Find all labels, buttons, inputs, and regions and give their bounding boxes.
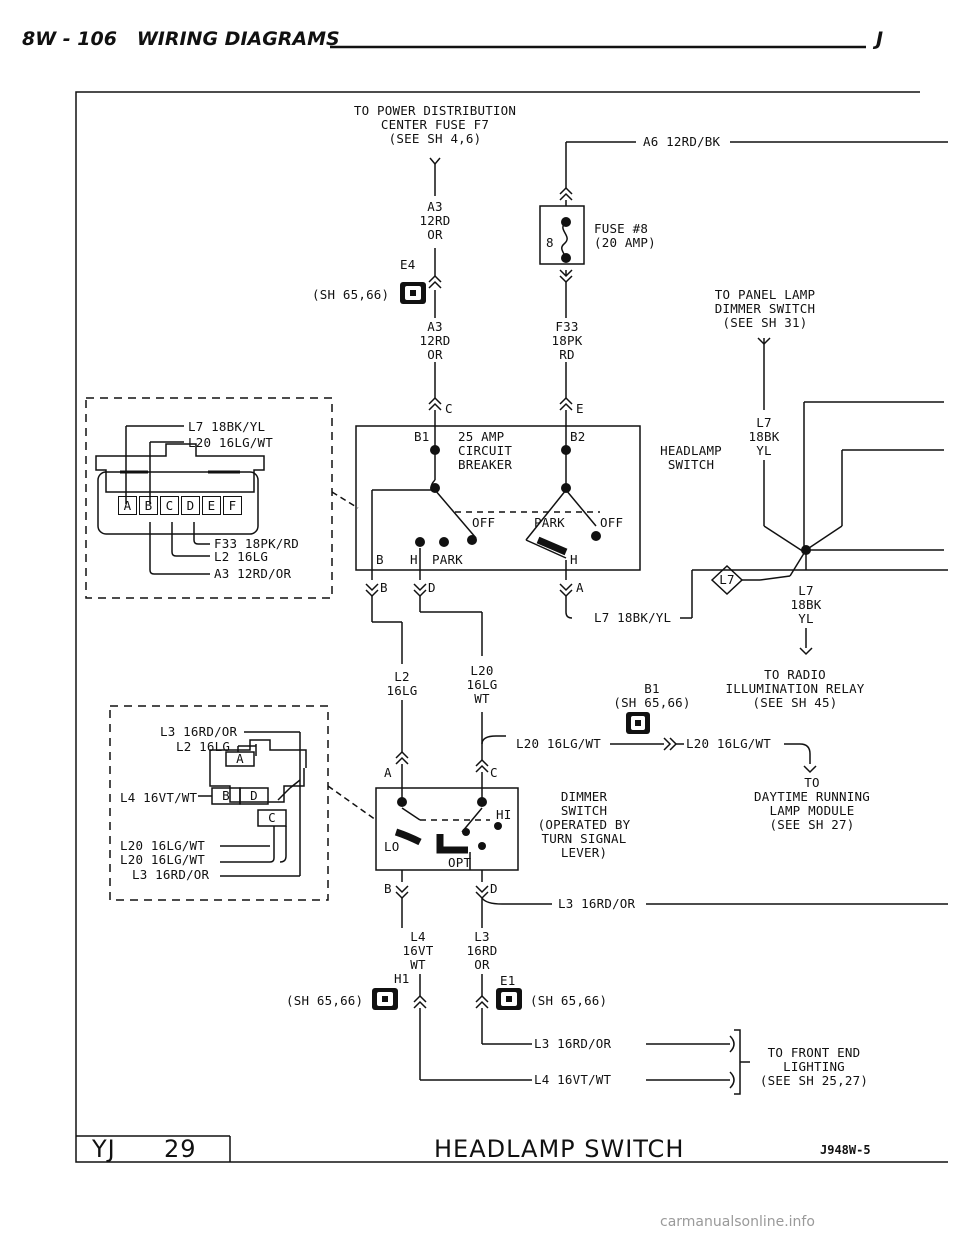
dimmer-hi: HI <box>496 807 512 822</box>
drl-module-label: TO DAYTIME RUNNING LAMP MODULE (SEE SH 2… <box>754 775 870 832</box>
fuse-number: 8 <box>546 235 554 250</box>
footer-code: 29 <box>164 1135 197 1163</box>
panel-lamp-label: TO PANEL LAMP DIMMER SWITCH (SEE SH 31) <box>714 287 816 330</box>
splice-h1: H1 <box>394 971 410 986</box>
conn2-pin-c: C <box>268 810 276 825</box>
a3-wire-bottom: A3 12RD OR <box>419 319 451 362</box>
pin-e: E <box>202 496 221 515</box>
l4-wire-label: L4 16VT WT <box>402 929 434 972</box>
splice-e1: E1 <box>500 973 516 988</box>
conn2-pin-b: B <box>222 788 230 803</box>
terminal-h: H <box>410 552 418 567</box>
l7-bottom-label: L7 18BK/YL <box>594 610 672 625</box>
pos-park-2: PARK <box>432 552 463 567</box>
conn2-wire-l20-b: L20 16LG/WT <box>120 852 205 867</box>
page-number: 8W - 106 <box>22 28 117 50</box>
conn-c-top: C <box>445 401 453 416</box>
conn2-pin-d: D <box>250 788 258 803</box>
pin-d: D <box>181 496 200 515</box>
l20-wire-run: L20 16LG/WT <box>516 736 601 751</box>
headlamp-switch-label: HEADLAMP SWITCH <box>660 443 722 472</box>
pin-c: C <box>160 496 179 515</box>
conn-d: D <box>428 580 436 595</box>
conn2-wire-l2: L2 16LG <box>176 739 231 754</box>
l3-front-label: L3 16RD/OR <box>534 1036 612 1051</box>
pin-f: F <box>223 496 242 515</box>
pos-off-2: OFF <box>600 515 624 530</box>
dimmer-opt: OPT <box>448 855 472 870</box>
dimmer-term-c: C <box>490 765 498 780</box>
dimmer-term-b: B <box>384 881 392 896</box>
l2-wire-label: L2 16LG <box>386 669 418 698</box>
conn1-wire-l7: L7 18BK/YL <box>188 419 266 434</box>
conn1-wire-l2: L2 16LG <box>214 549 269 564</box>
front-end-lighting-label: TO FRONT END LIGHTING (SEE SH 25,27) <box>759 1045 869 1088</box>
dimmer-term-d: D <box>490 881 498 896</box>
splice-h1-ref: (SH 65,66) <box>286 993 364 1008</box>
pin-a: A <box>118 496 137 515</box>
dimmer-lo: LO <box>384 839 400 854</box>
fuse-label: FUSE #8 (20 AMP) <box>594 221 656 250</box>
splice-e1-ref: (SH 65,66) <box>530 993 608 1008</box>
conn2-wire-l4: L4 16VT/WT <box>120 790 198 805</box>
conn1-wire-a3: A3 12RD/OR <box>214 566 292 581</box>
conn2-pin-a: A <box>236 751 244 766</box>
splice-b1-label: B1 (SH 65,66) <box>613 681 691 710</box>
radio-relay-label: TO RADIO ILLUMINATION RELAY (SEE SH 45) <box>725 667 865 710</box>
pin-b: B <box>139 496 158 515</box>
pos-park-1: PARK <box>534 515 565 530</box>
conn1-wire-l20: L20 16LG/WT <box>188 435 273 450</box>
conn2-wire-l20-a: L20 16LG/WT <box>120 838 205 853</box>
conn-a: A <box>576 580 584 595</box>
l7-wire-right-a: L7 18BK YL <box>748 415 780 458</box>
l4-front-label: L4 16VT/WT <box>534 1072 612 1087</box>
conn2-wire-l3: L3 16RD/OR <box>160 724 238 739</box>
terminal-b1: B1 <box>414 429 430 444</box>
footer-title: HEADLAMP SWITCH <box>434 1135 685 1163</box>
l20-wire-label: L20 16LG WT <box>466 663 498 706</box>
header-letter: J <box>876 28 884 50</box>
l3-wire-label: L3 16RD OR <box>466 929 498 972</box>
power-source-label: TO POWER DISTRIBUTION CENTER FUSE F7 (SE… <box>353 103 517 146</box>
pos-off-1: OFF <box>472 515 496 530</box>
circuit-breaker-label: 25 AMP CIRCUIT BREAKER <box>458 429 513 472</box>
footer-model: YJ <box>92 1135 116 1163</box>
conn2-wire-l3-b: L3 16RD/OR <box>132 867 210 882</box>
conn-e-top: E <box>576 401 584 416</box>
section-title: WIRING DIAGRAMS <box>136 28 340 50</box>
l7-wire-right-b: L7 18BK YL <box>790 583 822 626</box>
page-header: 8W - 106 WIRING DIAGRAMS <box>22 28 340 50</box>
terminal-b2: B2 <box>570 429 586 444</box>
dimmer-switch-label: DIMMER SWITCH (OPERATED BY TURN SIGNAL L… <box>537 789 631 860</box>
conn1-wire-f33: F33 18PK/RD <box>214 536 299 551</box>
footer-ref: J948W-5 <box>820 1143 871 1157</box>
l7-diamond-label: L7 <box>719 572 735 587</box>
terminal-b: B <box>376 552 384 567</box>
conn-b: B <box>380 580 388 595</box>
f33-wire-label: F33 18PK RD <box>551 319 583 362</box>
connector-1-pins: A B C D E F <box>118 496 242 515</box>
dimmer-term-a: A <box>384 765 392 780</box>
splice-e4-ref: (SH 65,66) <box>312 287 390 302</box>
a3-wire-top: A3 12RD OR <box>419 199 451 242</box>
l3-wire-right: L3 16RD/OR <box>558 896 636 911</box>
l20-wire-run-2: L20 16LG/WT <box>686 736 771 751</box>
splice-e4: E4 <box>400 257 416 272</box>
watermark: carmanualsonline.info <box>660 1214 815 1230</box>
terminal-h2: H <box>570 552 578 567</box>
a6-wire-label: A6 12RD/BK <box>640 135 724 149</box>
